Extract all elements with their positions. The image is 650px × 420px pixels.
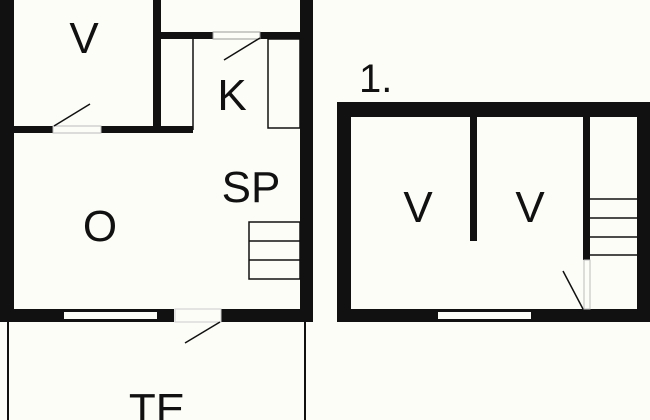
door-kitchen-swing (223, 37, 261, 61)
room-label-kitchen: K (217, 71, 246, 120)
window-living (64, 312, 157, 319)
floor-title: 1. (359, 57, 392, 101)
upper-floor-plan: 1. V V (337, 57, 650, 322)
door-entrance-swing (184, 321, 221, 344)
ground-floor-plan: V K SP O TE (0, 0, 313, 420)
room-label-bedroom-left: V (403, 183, 433, 232)
window-upper (438, 312, 531, 319)
wall-bedroom-bottom-right (101, 126, 193, 133)
stairs (248, 221, 301, 280)
wall-stair-upper (583, 117, 590, 260)
room-label-bedroom: V (69, 14, 99, 63)
wall-bottom-right (221, 309, 313, 322)
room-label-bedroom-right: V (515, 183, 545, 232)
room-label-living: O (83, 202, 117, 251)
wall-bedroom-divider-upper (470, 117, 477, 241)
kitchen-counter (267, 38, 301, 129)
upper-outer-wall (337, 102, 650, 322)
door-bedroom (52, 125, 102, 134)
room-label-terrace: TE (129, 385, 185, 420)
wall-bedroom-divider (153, 0, 161, 133)
door-entrance (174, 308, 222, 323)
wall-bedroom-bottom-left (14, 126, 53, 133)
door-upper-swing (562, 270, 584, 310)
wall-top-room-left (161, 32, 213, 39)
door-upper (583, 259, 591, 310)
wall-top-room-right (260, 32, 300, 39)
room-label-cooking: SP (222, 163, 281, 212)
outer-wall-left (0, 0, 14, 322)
door-bedroom-swing (53, 103, 91, 127)
door-kitchen (212, 31, 261, 40)
stairs-upper (590, 198, 637, 256)
outer-wall-right (300, 0, 313, 322)
